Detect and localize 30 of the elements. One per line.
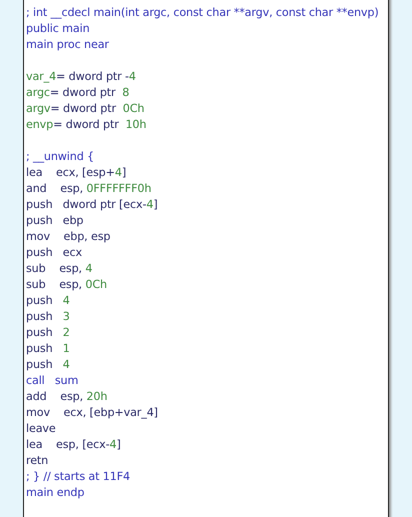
code-line: public main xyxy=(26,21,90,37)
code-line: argc= dword ptr 8 xyxy=(26,85,130,101)
code-line: lea esp, [ecx-4] xyxy=(26,437,121,453)
code-line: push 4 xyxy=(26,357,70,373)
code-line: call sum xyxy=(26,373,78,389)
code-line: mov ebp, esp xyxy=(26,229,110,245)
comment-line: ; int __cdecl main(int argc, const char **argv, const char **envp) xyxy=(26,5,379,21)
code-line: sub esp, 0Ch xyxy=(26,277,107,293)
code-line: push 4 xyxy=(26,293,70,309)
code-line: add esp, 20h xyxy=(26,389,108,405)
code-listing-box xyxy=(23,0,389,517)
code-line: mov ecx, [ebp+var_4] xyxy=(26,405,158,421)
code-line: main endp xyxy=(26,485,84,501)
code-line: push 2 xyxy=(26,325,70,341)
code-line: push 1 xyxy=(26,341,70,357)
code-line: and esp, 0FFFFFFF0h xyxy=(26,181,152,197)
code-line: var_4= dword ptr -4 xyxy=(26,69,136,85)
code-line: envp= dword ptr 10h xyxy=(26,117,146,133)
comment-line: ; __unwind { xyxy=(26,149,94,165)
comment-line: ; } // starts at 11F4 xyxy=(26,469,130,485)
code-line: argv= dword ptr 0Ch xyxy=(26,101,144,117)
code-line: retn xyxy=(26,453,48,469)
code-line: push ebp xyxy=(26,213,84,229)
code-line: push dword ptr [ecx-4] xyxy=(26,197,158,213)
code-line: lea ecx, [esp+4] xyxy=(26,165,126,181)
code-line: push 3 xyxy=(26,309,70,325)
code-line: main proc near xyxy=(26,37,109,53)
code-line: sub esp, 4 xyxy=(26,261,92,277)
code-line: push ecx xyxy=(26,245,82,261)
code-line: leave xyxy=(26,421,56,437)
